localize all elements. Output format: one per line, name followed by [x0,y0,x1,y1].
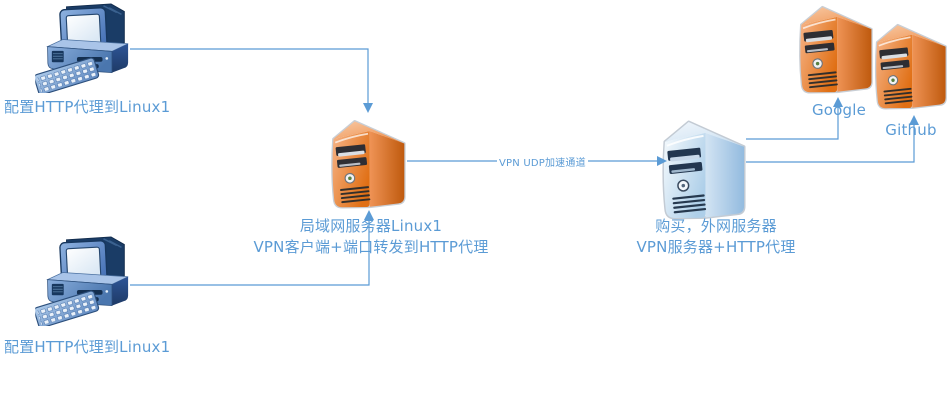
github-server-tower-icon[interactable] [872,20,949,110]
pc-top-label: 配置HTTP代理到Linux1 [4,98,171,116]
lan-server-label-line2: VPN客户端+端口转发到HTTP代理 [253,238,489,256]
wan-server-label-line1: 购买，外网服务器 [655,217,777,235]
lan-server-label-line1: 局域网服务器Linux1 [299,217,443,235]
google-server-label: Google [811,101,867,119]
wan-server-tower-icon[interactable] [659,116,748,220]
vpn-tunnel-label: VPN UDP加速通道 [497,154,588,169]
google-server-tower-icon[interactable] [796,2,875,94]
arrowhead-down-icon [363,103,373,113]
lan-server-tower-icon[interactable] [328,116,408,209]
lan-server-label: 局域网服务器Linux1 VPN客户端+端口转发到HTTP代理 [246,216,496,258]
desktop-computer-icon[interactable] [35,3,135,93]
github-server-label: Github [885,121,937,139]
desktop-computer-icon[interactable] [35,236,135,326]
wan-server-label-line2: VPN服务器+HTTP代理 [636,238,796,256]
pc-bottom-label: 配置HTTP代理到Linux1 [4,338,171,356]
wan-server-label: 购买，外网服务器 VPN服务器+HTTP代理 [592,216,840,258]
